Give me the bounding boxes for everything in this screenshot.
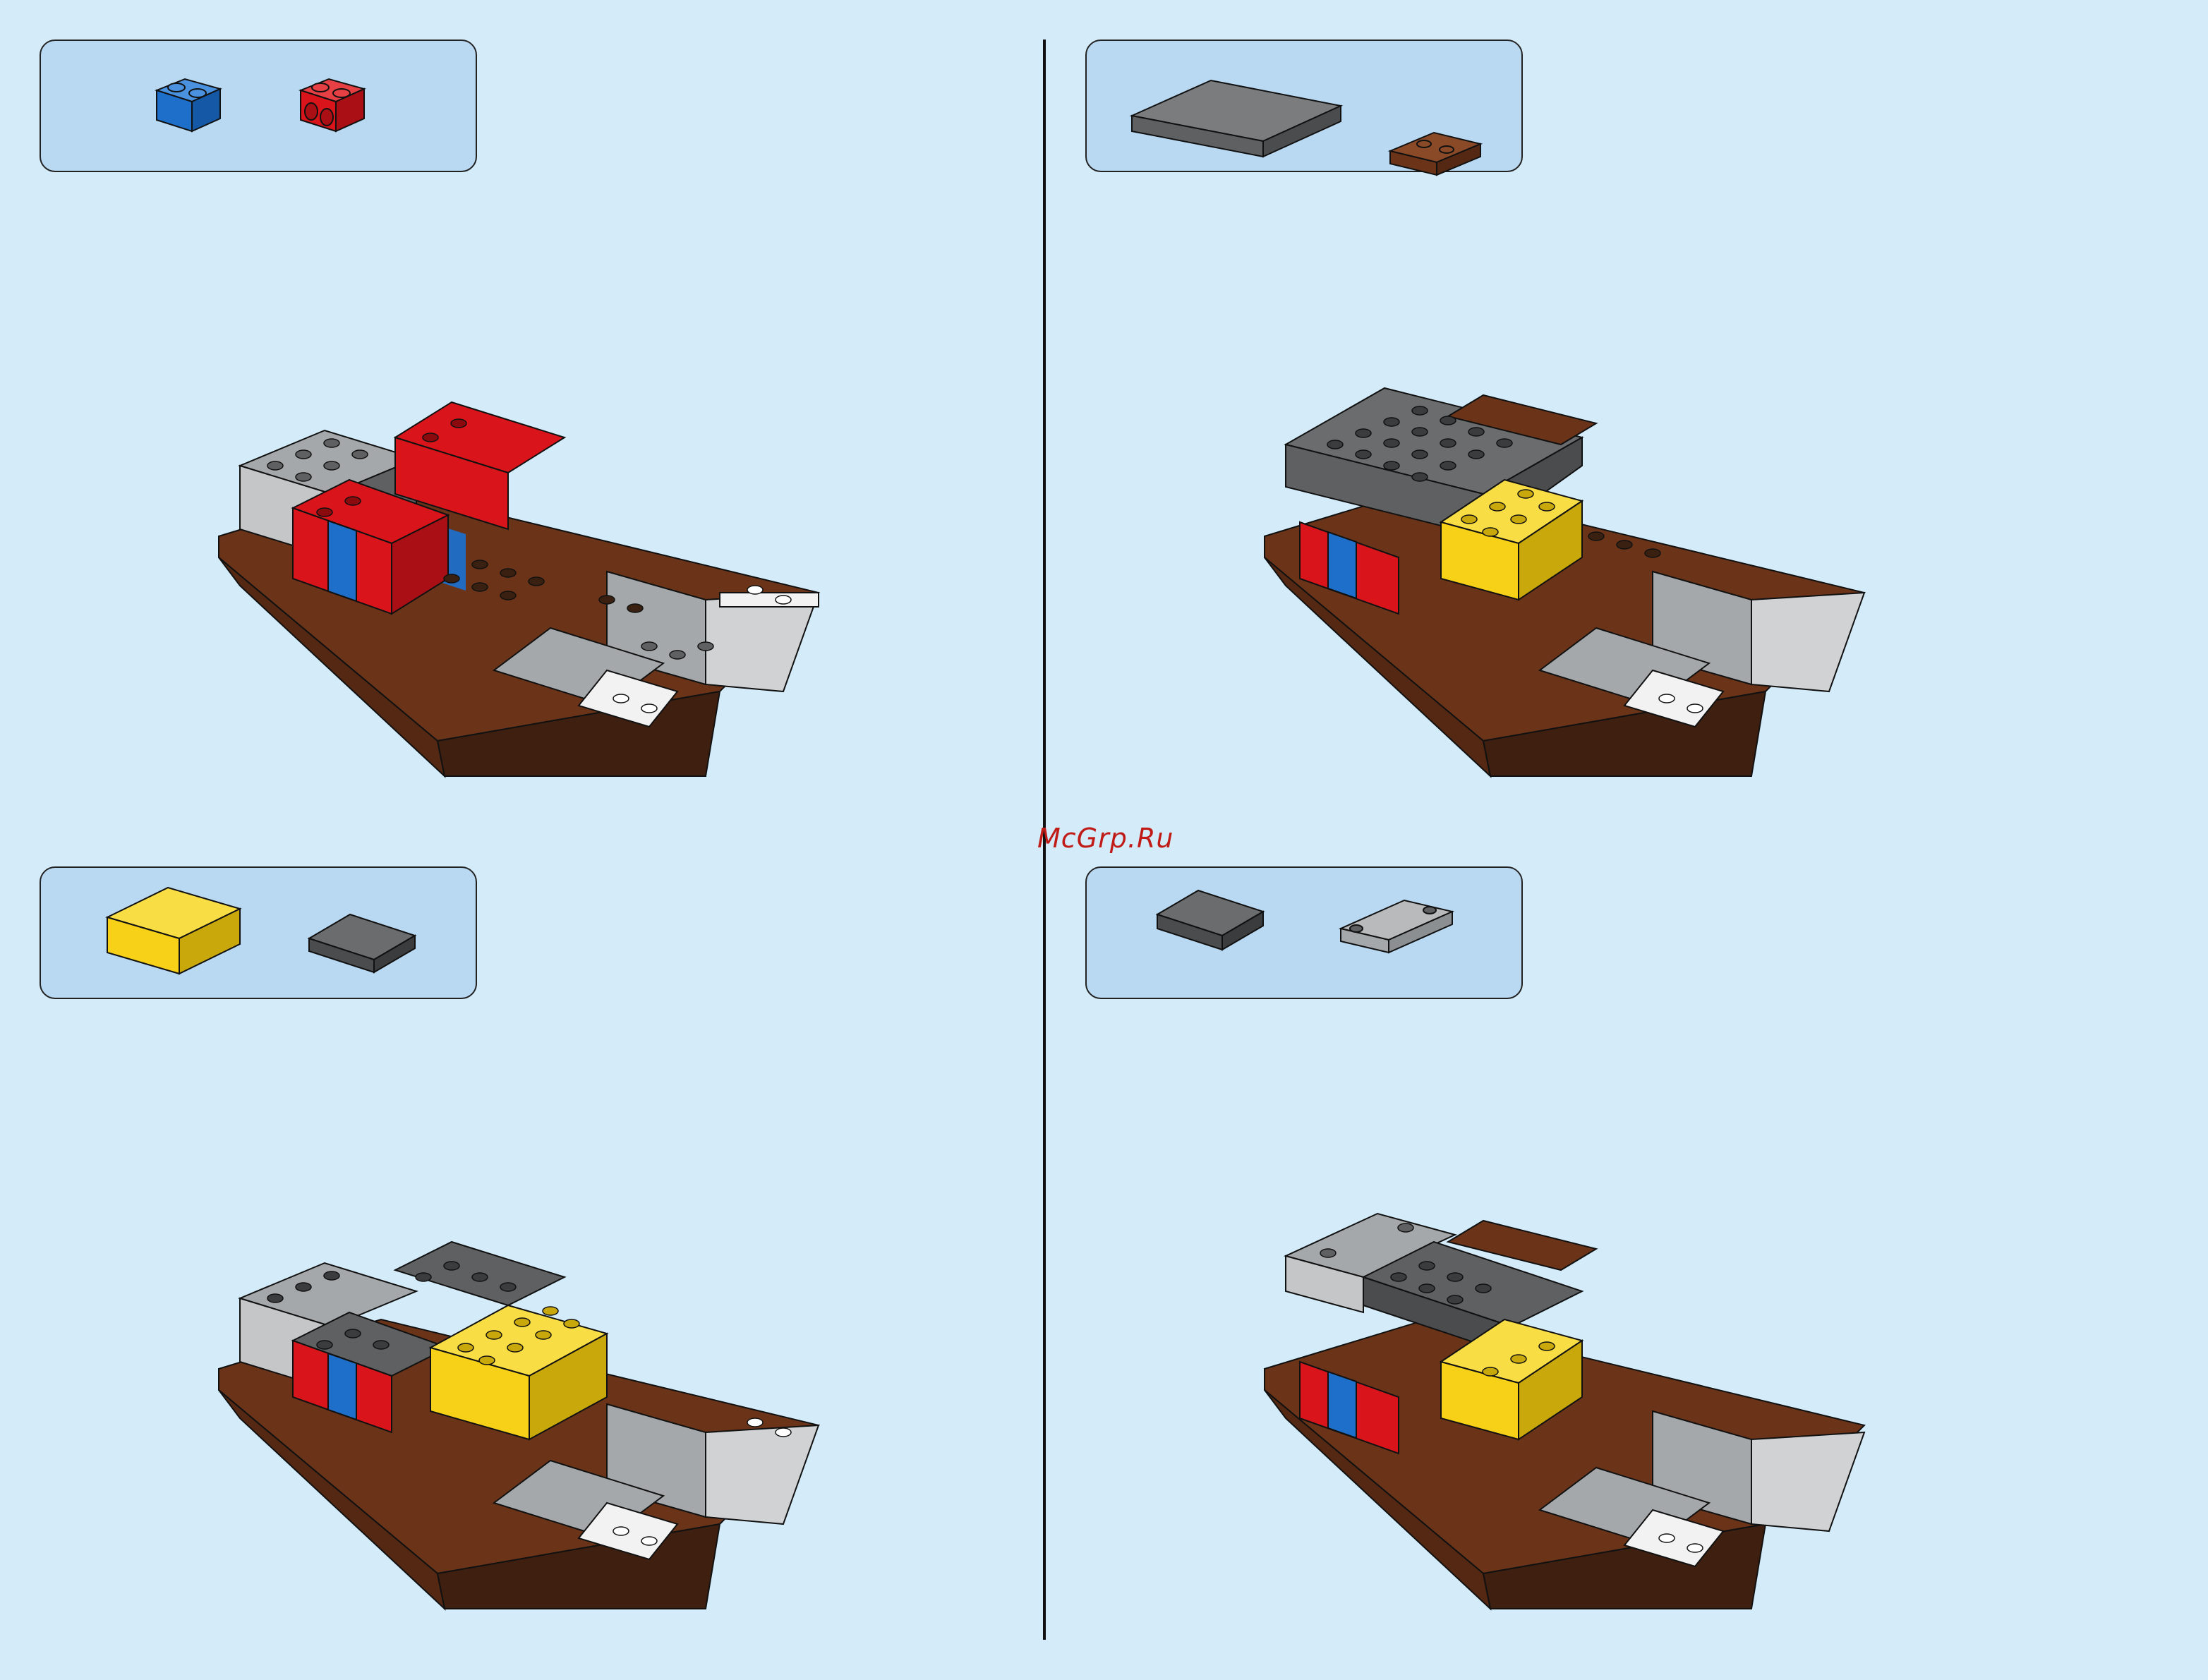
parts-callout-step-3 bbox=[40, 866, 477, 999]
yellow-brick-2x4-icon bbox=[107, 888, 240, 974]
step-1-model-illustration bbox=[212, 367, 847, 790]
step-3-model-illustration bbox=[212, 1199, 847, 1623]
dark-gray-plate-4x6-icon bbox=[1132, 80, 1341, 157]
dark-gray-plate-2x3-icon bbox=[1157, 890, 1263, 950]
parts-callout-step-4 bbox=[1085, 866, 1523, 999]
parts-callout-step-1 bbox=[40, 40, 477, 172]
light-gray-tile-1x4-icon bbox=[1341, 900, 1452, 953]
parts-callout-step-2 bbox=[1085, 40, 1523, 172]
watermark-text: McGrp.Ru bbox=[1037, 823, 1174, 854]
red-technic-brick-1x2-icon bbox=[301, 79, 364, 131]
step-2-model-illustration bbox=[1257, 360, 1893, 783]
dark-gray-plate-2x3-icon bbox=[309, 914, 415, 972]
brown-plate-1x2-icon bbox=[1390, 133, 1480, 175]
blue-brick-1x2-icon bbox=[157, 79, 220, 131]
step-4-model-illustration bbox=[1257, 1185, 1893, 1623]
